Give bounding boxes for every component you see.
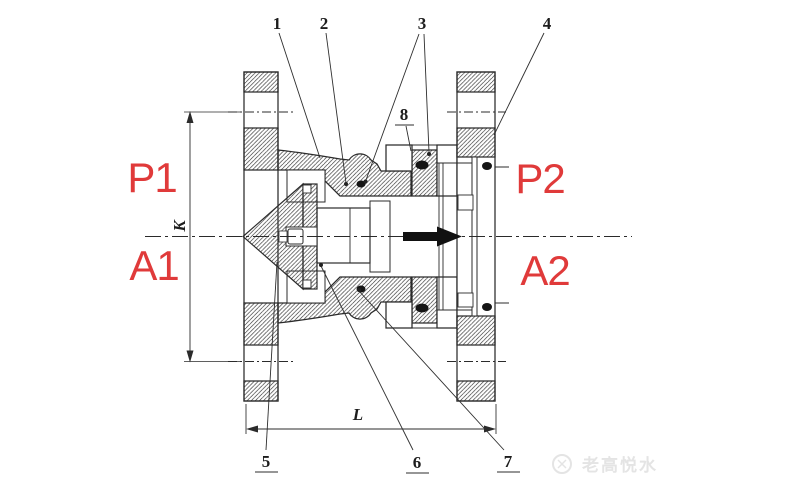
flow-arrow (403, 226, 462, 247)
port-label-p1: P1 (127, 154, 176, 201)
seal-rings (356, 160, 492, 313)
guide-cylinder (316, 200, 391, 273)
callout-4: 4 (543, 14, 552, 33)
dim-label-k: K (170, 219, 189, 233)
callout-8: 8 (400, 105, 409, 124)
body-top-wall (277, 144, 458, 197)
callout-1: 1 (273, 14, 282, 33)
callout-3: 3 (418, 14, 427, 33)
port-label-a1: A1 (129, 242, 178, 289)
callout-5: 5 (262, 452, 271, 471)
body-bottom-wall (277, 276, 458, 329)
dim-label-l: L (352, 405, 363, 424)
left-bolt-axes (228, 111, 296, 362)
callout-6: 6 (413, 453, 422, 472)
port-label-p2: P2 (515, 155, 564, 202)
watermark: 老高悦水 (552, 454, 658, 475)
watermark-logo-icon (552, 454, 572, 474)
leader-dots (319, 152, 431, 292)
leader-lines (255, 32, 545, 474)
dimension-k (184, 111, 242, 363)
dimension-l (245, 404, 497, 434)
port-label-a2: A2 (520, 247, 569, 294)
right-bolt-axes (447, 111, 506, 362)
callout-2: 2 (320, 14, 329, 33)
watermark-text: 老高悦水 (581, 455, 658, 475)
callout-7: 7 (504, 452, 513, 471)
